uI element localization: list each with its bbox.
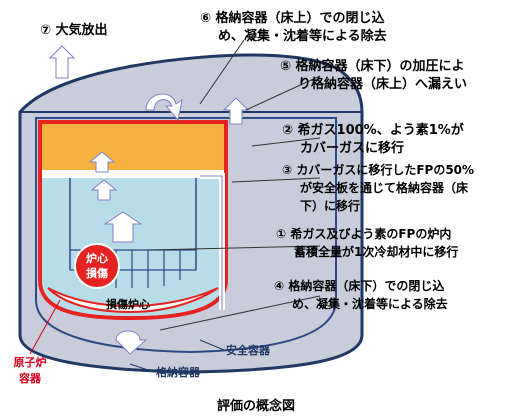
label-3-line3: 下）に移行 <box>300 198 360 213</box>
floor-below-to-above-arrow <box>222 97 250 125</box>
floor-above-circulation-arrow <box>145 93 183 122</box>
guard-vessel-leader <box>199 339 225 351</box>
coolant-to-cover-gas-arrow <box>90 179 118 201</box>
damaged-core-label: 損傷炉心 <box>106 297 150 311</box>
guard-vessel-label: 安全容器 <box>226 343 271 357</box>
label-6-line2: め、凝集・沈着等による除去 <box>218 28 387 44</box>
label-3-line2: が安全板を通じて格納容器（床 <box>300 180 469 195</box>
reactor-vessel-label-2: 容器 <box>18 371 42 385</box>
label-6-line1: ⑥ 格納容器（床上）での閉じ込 <box>200 10 386 26</box>
reactor-vessel-label-1: 原子炉 <box>14 355 47 369</box>
label-1-line2: 蓄積全量が1次冷却材中に移行 <box>294 244 458 259</box>
core-damage-label-2: 損傷 <box>86 266 108 280</box>
label-4-line1: ④ 格納容器（床下）での閉じ込 <box>274 278 444 293</box>
lower-leak-arrow <box>115 330 148 355</box>
core-release-arrow <box>103 211 143 243</box>
reactor-vessel-leader <box>29 299 61 355</box>
core-damage-label-1: 炉心 <box>86 251 108 265</box>
cover-gas-arrow <box>88 151 116 173</box>
label-1-line1: ① 希ガス及びよう素のFPの炉内 <box>276 226 451 241</box>
cover-gas <box>42 124 224 170</box>
label-7: ⑦ 大気放出 <box>40 22 108 38</box>
caption: 評価の概念図 <box>217 398 295 414</box>
label-4-line2: め、凝集・沈着等による除去 <box>292 296 448 311</box>
atmospheric-release-arrow <box>48 45 76 79</box>
label-2-line2: カバーガスに移行 <box>300 140 404 156</box>
guard-vessel-outline <box>35 117 337 354</box>
containment-leader <box>129 363 155 373</box>
label-3-line1: ③ カバーガスに移行したFPの50% <box>282 162 474 177</box>
damaged-core-debris <box>47 287 219 314</box>
label-5-line1: ⑤ 格納容器（床下）の加圧によ <box>280 58 465 74</box>
label-2-line1: ② 希ガス100%、よう素1%が <box>282 122 464 138</box>
label-5-line2: り格納容器（床上）へ漏えい <box>298 76 467 92</box>
safety-plate-pipe-outline <box>200 175 223 310</box>
leader-lines <box>149 39 321 331</box>
core-damage-marker <box>74 243 120 289</box>
containment-label: 格納容器 <box>156 365 201 379</box>
